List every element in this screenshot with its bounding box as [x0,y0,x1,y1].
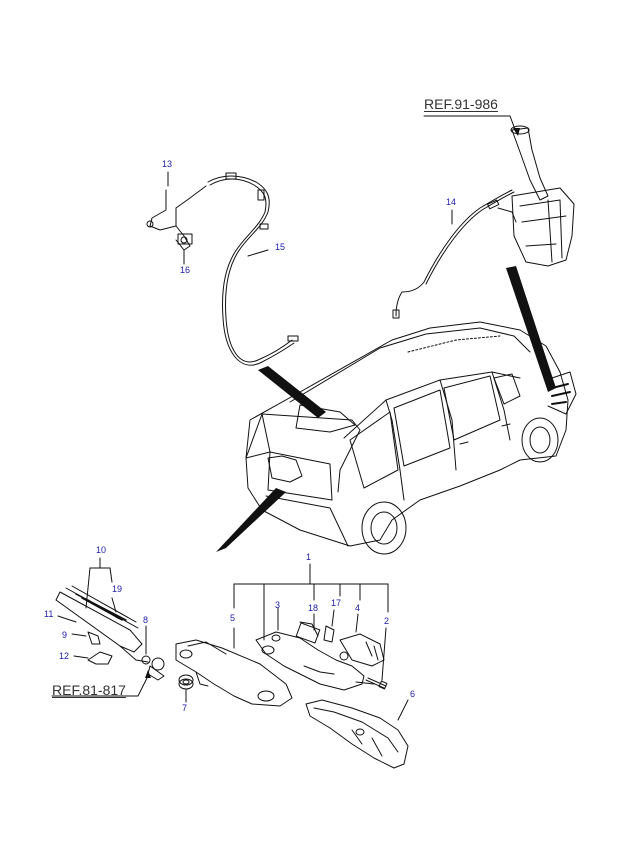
ref-washer-reservoir[interactable]: REF.91-986 [424,96,498,112]
group-bracket [233,563,389,681]
callout-6: 6 [410,689,416,699]
washer-hose-front [392,189,515,319]
ref-wiper-arm[interactable]: REF.81-817 [52,682,126,698]
callout-7: 7 [182,703,188,713]
leader-wedges [216,266,556,552]
callout-18: 18 [308,603,319,613]
callout-14: 14 [446,197,457,207]
callout-8: 8 [143,615,149,625]
callout-19: 19 [112,584,123,594]
vehicle-illustration [245,321,577,555]
arrowheads [145,128,520,678]
grommet [178,674,194,690]
wiper-blade-assy [55,585,165,681]
callout-3: 3 [275,600,281,610]
callout-12: 12 [59,651,70,661]
rear-wiper-cover [175,639,293,707]
callout-4: 4 [355,603,361,613]
callout-2: 2 [384,616,390,626]
washer-reservoir [497,125,575,267]
rear-wiper-trim [305,699,409,769]
callout-13: 13 [162,159,173,169]
washer-hose-rear [207,172,299,366]
callout-11: 11 [44,609,54,619]
rear-wiper-motor [255,621,385,691]
callout-15: 15 [275,242,286,252]
washer-nozzle-assy [146,185,207,251]
leader-lines [51,115,517,721]
callout-5: 5 [230,613,236,623]
mounting-bolt [365,677,388,690]
callout-10: 10 [96,545,107,555]
callout-16: 16 [180,265,191,275]
callout-9: 9 [62,630,68,640]
callout-17: 17 [331,598,342,608]
blade-bracket [85,557,117,613]
callout-1: 1 [306,552,312,562]
